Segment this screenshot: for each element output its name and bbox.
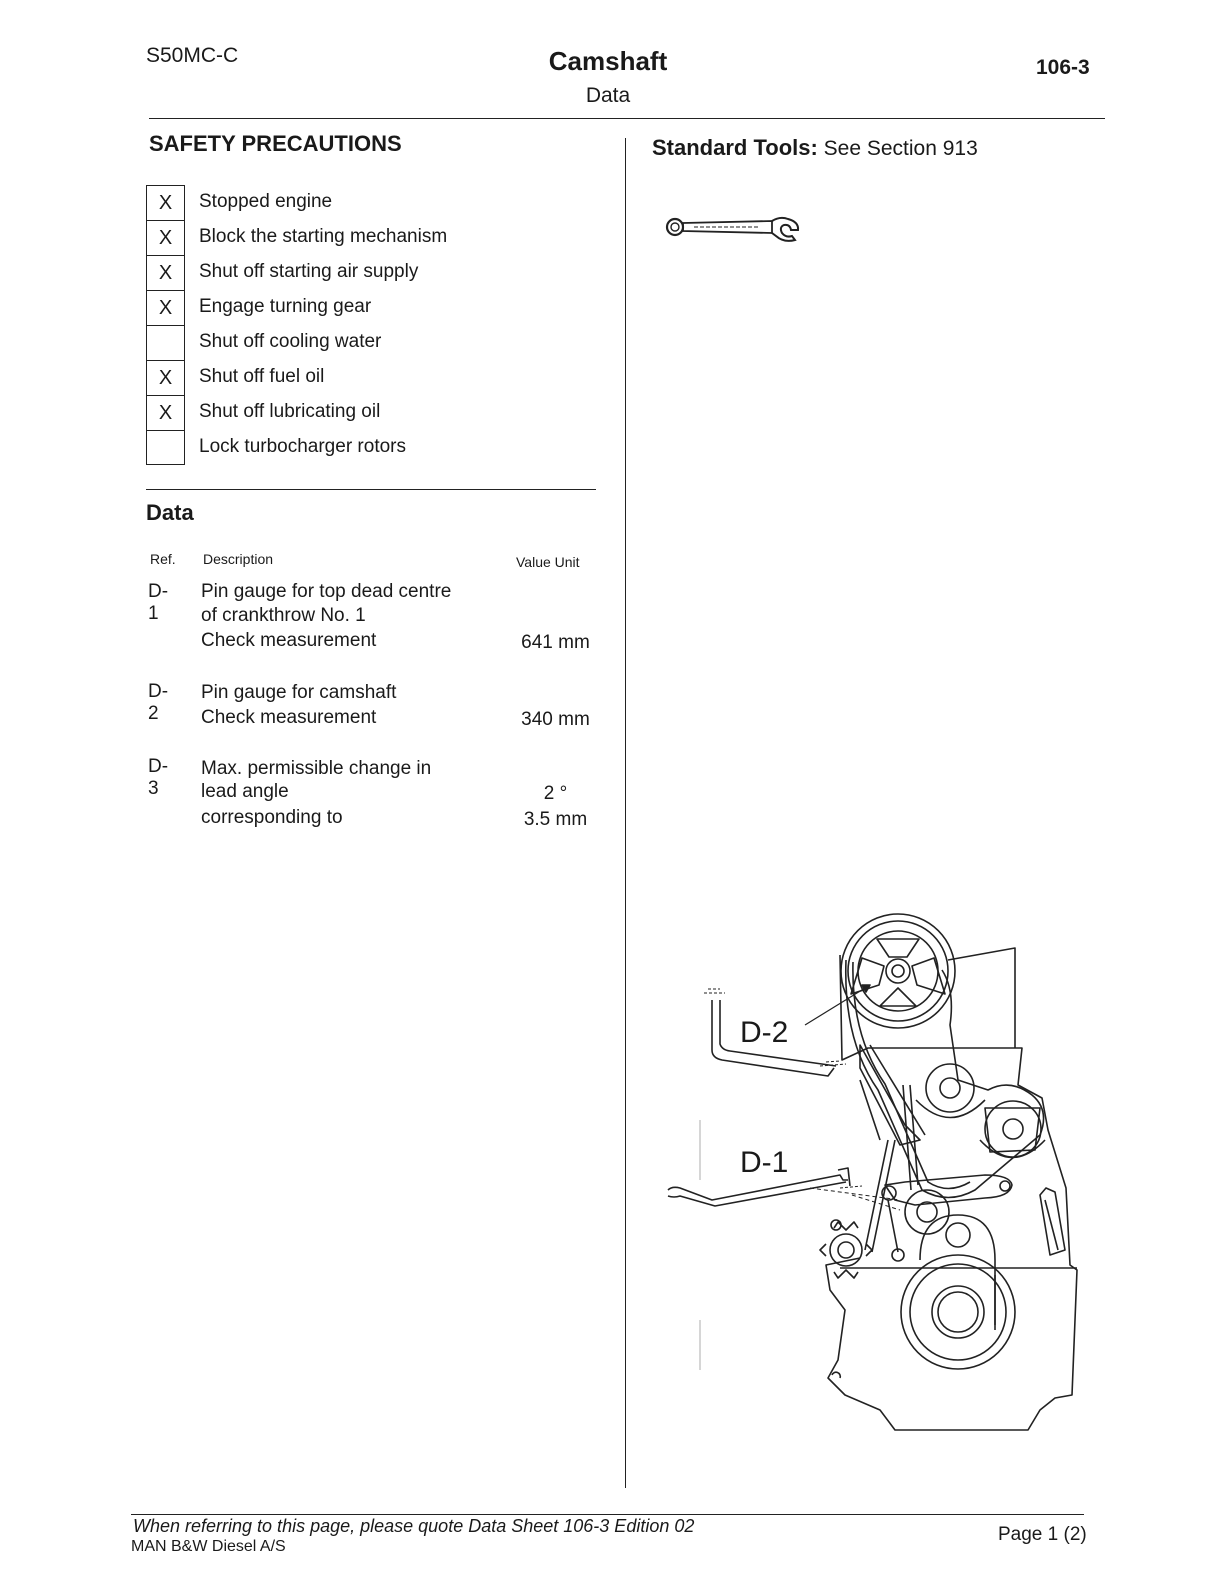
- data-value: 340 mm: [521, 709, 590, 730]
- wrench-icon: [665, 216, 800, 242]
- data-description: lead angle: [201, 781, 289, 802]
- safety-checkbox: X: [146, 395, 185, 430]
- data-description: Pin gauge for top dead centre: [201, 581, 452, 602]
- tools-text: See Section 913: [823, 137, 978, 160]
- data-description: Max. permissible change in: [201, 758, 432, 779]
- safety-checkbox: X: [146, 185, 185, 220]
- safety-checkbox: X: [146, 220, 185, 255]
- data-value: 3.5 mm: [523, 809, 588, 830]
- safety-label: Shut off lubricating oil: [199, 401, 381, 422]
- column-header-description: Description: [203, 551, 274, 567]
- safety-label: Shut off fuel oil: [199, 366, 325, 387]
- sheet-number: 106-3: [1036, 56, 1090, 79]
- tools-label: Standard Tools:: [652, 135, 818, 160]
- data-description: of crankthrow No. 1: [201, 605, 366, 626]
- column-header-value-unit: Value Unit: [516, 554, 580, 570]
- data-value: 641 mm: [521, 632, 590, 653]
- header-rule: [149, 118, 1105, 119]
- page-title: Camshaft: [548, 46, 668, 76]
- column-divider: [625, 138, 626, 1488]
- data-description: Check measurement: [201, 630, 377, 651]
- safety-checkbox: [146, 325, 185, 360]
- safety-label: Lock turbocharger rotors: [199, 436, 406, 457]
- diagram-label-d2: D-2: [740, 1016, 788, 1049]
- data-value: 2 °: [543, 783, 568, 804]
- safety-label: Shut off cooling water: [199, 331, 382, 352]
- company-name: MAN B&W Diesel A/S: [131, 1538, 286, 1555]
- page-number: Page 1 (2): [998, 1524, 1087, 1545]
- data-description: Pin gauge for camshaft: [201, 682, 397, 703]
- data-title: Data: [146, 500, 194, 525]
- footer-rule: [131, 1514, 1084, 1515]
- camshaft-drive-diagram: D-2 D-1: [667, 913, 1078, 1431]
- data-ref: D-3: [148, 756, 169, 799]
- safety-label: Block the starting mechanism: [199, 226, 448, 247]
- standard-tools: Standard Tools: See Section 913: [652, 135, 978, 161]
- safety-checkbox: X: [146, 290, 185, 325]
- diagram-label-d1: D-1: [740, 1146, 788, 1179]
- safety-label: Engage turning gear: [199, 296, 372, 317]
- data-description: Check measurement: [201, 707, 377, 728]
- data-ref: D-1: [148, 581, 169, 624]
- safety-label: Stopped engine: [199, 191, 333, 212]
- engine-model: S50MC-C: [146, 44, 239, 67]
- safety-checkbox: X: [146, 255, 185, 290]
- section-rule: [146, 489, 596, 490]
- page-subtitle: Data: [585, 84, 631, 107]
- column-header-ref: Ref.: [150, 551, 176, 567]
- safety-checkbox: X: [146, 360, 185, 395]
- safety-label: Shut off starting air supply: [199, 261, 419, 282]
- data-ref: D-2: [148, 681, 169, 724]
- safety-title: SAFETY PRECAUTIONS: [149, 131, 402, 156]
- data-description: corresponding to: [201, 807, 343, 828]
- safety-checkbox: [146, 430, 185, 465]
- footer-note: When referring to this page, please quot…: [133, 1516, 695, 1536]
